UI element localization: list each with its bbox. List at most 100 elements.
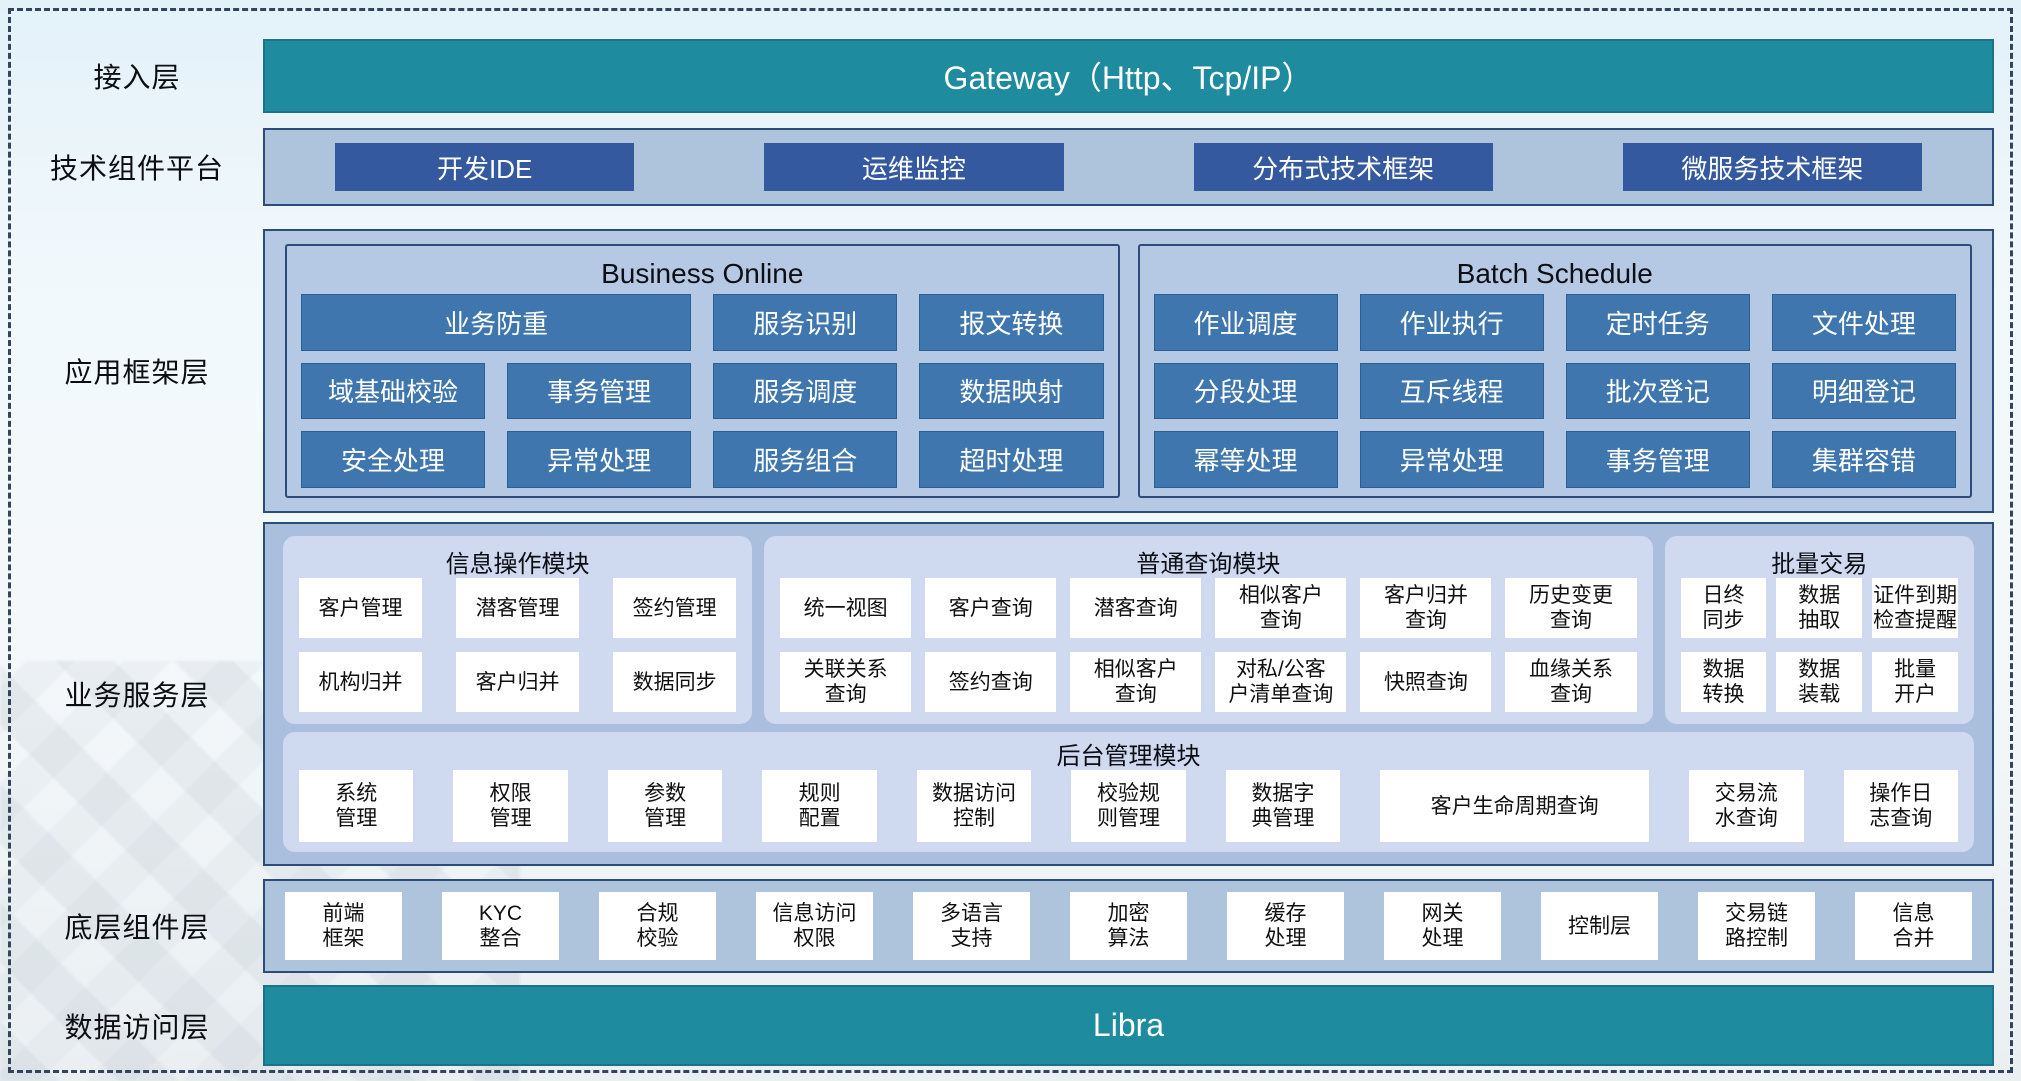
- base-node: 加密 算法: [1070, 892, 1187, 960]
- layer-label-business-service: 业务服务层: [64, 680, 210, 711]
- layer-row-app-framework: 应用框架层 Business Online 业务防重服务识别报文转换域基础校验事…: [11, 229, 2010, 513]
- base-node: 控制层: [1541, 892, 1658, 960]
- business-service-panel: 信息操作模块 客户管理潜客管理签约管理机构归并客户归并数据同步 普通查询模块 统…: [263, 522, 1994, 866]
- service-node: 数据字 典管理: [1225, 770, 1341, 842]
- base-node: 合规 校验: [599, 892, 716, 960]
- base-node: 缓存 处理: [1227, 892, 1344, 960]
- base-node: 多语言 支持: [913, 892, 1030, 960]
- service-node: 签约查询: [925, 652, 1057, 712]
- service-node: 相似客户 查询: [1070, 652, 1202, 712]
- framework-node: 分段处理: [1153, 362, 1338, 420]
- service-node: 对私/公客 户清单查询: [1215, 652, 1347, 712]
- base-node: KYC 整合: [442, 892, 559, 960]
- base-node: 交易链 路控制: [1698, 892, 1815, 960]
- layer-gutter: 底层组件层: [11, 879, 263, 973]
- framework-node: 超时处理: [919, 431, 1104, 488]
- service-node: 客户生命周期查询: [1380, 770, 1650, 842]
- service-node: 客户查询: [925, 578, 1057, 638]
- framework-node: 域基础校验: [301, 362, 486, 420]
- framework-node: 作业调度: [1153, 294, 1338, 351]
- layer-label-data-access: 数据访问层: [64, 1011, 210, 1043]
- layer-gutter: 数据访问层: [11, 985, 263, 1066]
- framework-node: 互斥线程: [1359, 362, 1544, 420]
- business-online-title: Business Online: [601, 258, 804, 289]
- tech-platform-grid: 开发IDE 运维监控 分布式技术框架 微服务技术框架: [265, 130, 1992, 204]
- framework-node: 作业执行: [1359, 294, 1544, 351]
- framework-node: 事务管理: [1565, 431, 1750, 488]
- libra-bar: Libra: [263, 985, 1994, 1066]
- layer-label-access: 接入层: [93, 62, 181, 93]
- service-node: 系统 管理: [299, 770, 414, 842]
- service-node: 参数 管理: [607, 770, 723, 842]
- tech-platform-panel: 开发IDE 运维监控 分布式技术框架 微服务技术框架: [263, 128, 1994, 206]
- framework-node: 报文转换: [919, 294, 1104, 351]
- framework-node: 批次登记: [1565, 362, 1750, 420]
- service-node: 证件到期 检查提醒: [1872, 578, 1958, 638]
- framework-node: 集群容错: [1771, 431, 1956, 488]
- service-node: 相似客户 查询: [1215, 578, 1347, 638]
- service-node: 操作日 志查询: [1843, 770, 1958, 842]
- base-node: 前端 框架: [285, 892, 402, 960]
- service-node: 潜客查询: [1070, 578, 1202, 638]
- base-node: 网关 处理: [1384, 892, 1501, 960]
- service-node: 校验规 则管理: [1071, 770, 1186, 842]
- business-online-box: Business Online 业务防重服务识别报文转换域基础校验事务管理服务调…: [285, 244, 1120, 498]
- service-modules-row: 信息操作模块 客户管理潜客管理签约管理机构归并客户归并数据同步 普通查询模块 统…: [283, 536, 1974, 724]
- service-node: 快照查询: [1360, 652, 1492, 712]
- layer-label-app-framework: 应用框架层: [64, 357, 210, 388]
- framework-node: 服务识别: [713, 294, 898, 351]
- service-node: 交易流 水查询: [1689, 770, 1804, 842]
- batch-schedule-title: Batch Schedule: [1456, 258, 1653, 289]
- batch-trade-grid: 日终 同步数据 抽取证件到期 检查提醒数据 转换数据 装载批量 开户: [1680, 578, 1958, 712]
- service-node: 数据同步: [613, 652, 737, 712]
- layer-gutter: 业务服务层: [11, 522, 263, 866]
- info-operation-module: 信息操作模块 客户管理潜客管理签约管理机构归并客户归并数据同步: [283, 536, 753, 724]
- tech-node: 运维监控: [764, 143, 1064, 191]
- admin-module-grid: 系统 管理权限 管理参数 管理规则 配置数据访问 控制校验规 则管理数据字 典管…: [299, 770, 1958, 842]
- service-node: 数据 装载: [1776, 652, 1863, 712]
- service-node: 客户管理: [299, 578, 423, 638]
- service-node: 机构归并: [299, 652, 423, 712]
- business-online-grid: 业务防重服务识别报文转换域基础校验事务管理服务调度数据映射安全处理异常处理服务组…: [301, 294, 1104, 488]
- framework-node: 服务调度: [713, 362, 898, 420]
- tech-node: 微服务技术框架: [1622, 143, 1922, 191]
- service-node: 客户归并: [456, 652, 580, 712]
- admin-module: 后台管理模块 系统 管理权限 管理参数 管理规则 配置数据访问 控制校验规 则管…: [283, 732, 1974, 852]
- framework-node: 数据映射: [919, 362, 1104, 420]
- batch-trade-module: 批量交易 日终 同步数据 抽取证件到期 检查提醒数据 转换数据 装载批量 开户: [1664, 536, 1974, 724]
- layer-label-base-components: 底层组件层: [64, 912, 210, 943]
- common-query-module: 普通查询模块 统一视图客户查询潜客查询相似客户 查询客户归并 查询历史变更 查询…: [764, 536, 1653, 724]
- layer-gutter: 接入层: [11, 39, 263, 113]
- framework-node: 安全处理: [301, 431, 486, 488]
- batch-schedule-grid: 作业调度作业执行定时任务文件处理分段处理互斥线程批次登记明细登记幂等处理异常处理…: [1153, 294, 1956, 488]
- service-node: 血缘关系 查询: [1505, 652, 1637, 712]
- admin-module-title: 后台管理模块: [1056, 742, 1201, 770]
- service-node: 关联关系 查询: [780, 652, 912, 712]
- base-node: 信息 合并: [1855, 892, 1972, 960]
- service-node: 规则 配置: [762, 770, 877, 842]
- service-node: 统一视图: [780, 578, 912, 638]
- service-node: 批量 开户: [1872, 652, 1958, 712]
- framework-node: 明细登记: [1771, 362, 1956, 420]
- framework-node: 幂等处理: [1153, 431, 1338, 488]
- framework-node: 事务管理: [507, 362, 692, 420]
- layer-row-business-service: 业务服务层 信息操作模块 客户管理潜客管理签约管理机构归并客户归并数据同步 普通…: [11, 522, 2010, 866]
- info-operation-title: 信息操作模块: [445, 550, 590, 578]
- layer-row-access: 接入层 Gateway（Http、Tcp/IP）: [11, 39, 2010, 113]
- framework-node: 服务组合: [713, 431, 898, 488]
- common-query-title: 普通查询模块: [1136, 550, 1281, 578]
- layer-gutter: 应用框架层: [11, 229, 263, 513]
- service-node: 日终 同步: [1680, 578, 1767, 638]
- common-query-grid: 统一视图客户查询潜客查询相似客户 查询客户归并 查询历史变更 查询关联关系 查询…: [780, 578, 1637, 712]
- service-node: 数据访问 控制: [916, 770, 1032, 842]
- tech-node: 开发IDE: [335, 143, 635, 191]
- service-node: 潜客管理: [456, 578, 580, 638]
- service-node: 客户归并 查询: [1360, 578, 1492, 638]
- tech-node: 分布式技术框架: [1193, 143, 1493, 191]
- framework-node: 业务防重: [301, 294, 692, 351]
- batch-trade-title: 批量交易: [1771, 550, 1868, 578]
- service-node: 数据 转换: [1680, 652, 1767, 712]
